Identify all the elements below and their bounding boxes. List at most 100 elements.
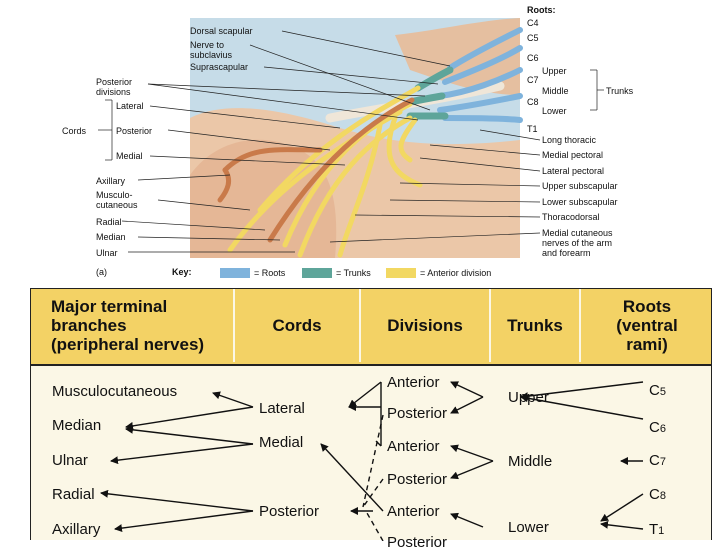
- label-medial-cutaneous-1: Medial cutaneous: [542, 228, 613, 238]
- dashed-posterior-lower: [366, 512, 384, 541]
- arrow-c6-upper: [520, 394, 644, 420]
- flow-arrows: [100, 381, 644, 541]
- label-trunks: Trunks: [606, 86, 634, 96]
- radial-nerve: [267, 97, 415, 243]
- label-median: Median: [96, 232, 126, 242]
- label-lateral-pectoral: Lateral pectoral: [542, 166, 605, 176]
- root-t1-label: T1: [649, 521, 665, 538]
- cord-posterior: Posterior: [259, 503, 320, 520]
- lateral-cord: [257, 85, 421, 213]
- key-trunks-swatch: [302, 268, 332, 278]
- header-roots-line1: Roots: [622, 297, 672, 316]
- label-medial-cutaneous-2: nerves of the arm: [542, 238, 613, 248]
- label-suprascapular: Suprascapular: [190, 62, 249, 72]
- key-roots-text: = Roots: [254, 268, 286, 278]
- medial-pectoral: [398, 117, 418, 163]
- division-posterior-middle: Posterior: [387, 471, 448, 488]
- division-anterior-middle: Anterior: [387, 438, 440, 455]
- arrow-middle-posterior: [450, 460, 494, 480]
- label-trunk-middle: Middle: [542, 86, 569, 96]
- root-c7-label: C7: [649, 452, 666, 469]
- header-roots-line3: rami): [626, 335, 668, 354]
- brachial-plexus-flow-chart: Major terminal branches (peripheral nerv…: [30, 288, 712, 551]
- arrow-posterior-radial: [100, 489, 254, 512]
- axillary-nerve: [222, 147, 323, 173]
- label-ulnar: Ulnar: [96, 248, 118, 258]
- cord-lateral: Lateral: [259, 400, 305, 417]
- axillary-branch: [217, 167, 232, 203]
- label-lower-subscapular: Lower subscapular: [542, 197, 618, 207]
- key-anterior-text: = Anterior division: [420, 268, 492, 278]
- label-posterior-divisions-1: Posterior: [96, 77, 133, 87]
- arrow-lateral-musculocutaneous: [212, 391, 254, 408]
- root-c5: [447, 27, 523, 71]
- key-label: Key:: [172, 267, 192, 277]
- label-trunk-lower: Lower: [542, 106, 567, 116]
- trunk-upper-label: Upper: [508, 389, 549, 406]
- label-axillary: Axillary: [96, 176, 126, 186]
- subscapular: [386, 115, 423, 188]
- label-dorsal-scapular: Dorsal scapular: [190, 26, 253, 36]
- dashed-posterior-middle: [362, 478, 384, 508]
- cord-medial: Medial: [259, 434, 304, 451]
- header-divisions: Divisions: [387, 316, 463, 335]
- label-subclavius: subclavius: [190, 50, 233, 60]
- header-cords: Cords: [272, 316, 322, 335]
- neck-skin: [395, 18, 520, 95]
- header-trunks: Trunks: [507, 316, 563, 335]
- arrow-c8-lower: [600, 493, 644, 522]
- arrow-upper-anterior: [450, 381, 484, 398]
- root-t1: [442, 115, 523, 123]
- label-medial: Medial: [116, 151, 143, 161]
- header-branches-line2: branches: [51, 316, 127, 335]
- ulnar-nerve: [297, 115, 413, 258]
- root-c7: [437, 67, 523, 99]
- header-separator: [579, 289, 581, 362]
- arrow-lower-anterior: [450, 512, 484, 528]
- branch-radial: Radial: [52, 486, 95, 503]
- arrow-anterior-lateral: [348, 381, 382, 408]
- key-trunks-text: = Trunks: [336, 268, 371, 278]
- key-anterior-swatch: [386, 268, 416, 278]
- root-c6-label: C6: [649, 419, 666, 436]
- header-separator: [359, 289, 361, 362]
- label-radial: Radial: [96, 217, 122, 227]
- label-posterior-divisions-2: divisions: [96, 87, 131, 97]
- label-upper-subscapular: Upper subscapular: [542, 181, 618, 191]
- arrow-middle-anterior: [450, 444, 494, 462]
- header-branches-line1: Major terminal: [51, 297, 168, 316]
- label-cutaneous: cutaneous: [96, 200, 138, 210]
- division-anterior-upper: Anterior: [387, 374, 440, 391]
- arrow-lateral-median: [125, 406, 254, 430]
- label-trunk-upper: Upper: [542, 66, 567, 76]
- branch-ulnar: Ulnar: [52, 452, 88, 469]
- arrow-c5-upper: [520, 381, 644, 401]
- root-c6: [442, 45, 523, 85]
- label-c5: C5: [527, 33, 539, 43]
- header-branches-line3: (peripheral nerves): [51, 335, 205, 354]
- label-musculo: Musculo-: [96, 190, 133, 200]
- label-medial-pectoral: Medial pectoral: [542, 150, 604, 160]
- arrow-medial-median: [125, 425, 254, 445]
- chart-header: Major terminal branches (peripheral nerv…: [31, 289, 711, 366]
- brachial-plexus-illustration: Roots: Dorsal scapular Nerve to subclavi…: [62, 5, 634, 278]
- label-posterior: Posterior: [116, 126, 153, 136]
- key-roots-swatch: [220, 268, 250, 278]
- arrow-upper-posterior: [450, 396, 484, 414]
- thoracodorsal: [337, 122, 383, 258]
- arrow-medial-ulnar: [110, 443, 254, 465]
- roots-heading: Roots:: [527, 5, 556, 15]
- trunk-middle-label: Middle: [508, 453, 553, 470]
- label-panel-a: (a): [96, 267, 107, 277]
- label-t1: T1: [527, 124, 538, 134]
- trunk-lower-label: Lower: [508, 519, 549, 536]
- branch-median: Median: [52, 417, 102, 434]
- posterior-cord-group: [217, 97, 415, 243]
- label-cords: Cords: [62, 126, 87, 136]
- label-long-thoracic: Long thoracic: [542, 135, 597, 145]
- label-nerve-to: Nerve to: [190, 40, 225, 50]
- division-posterior-lower: Posterior: [387, 534, 448, 551]
- root-c5-label: C5: [649, 382, 666, 399]
- arrow-posterior-axillary: [114, 510, 254, 533]
- dashed-posterior-upper: [362, 414, 384, 508]
